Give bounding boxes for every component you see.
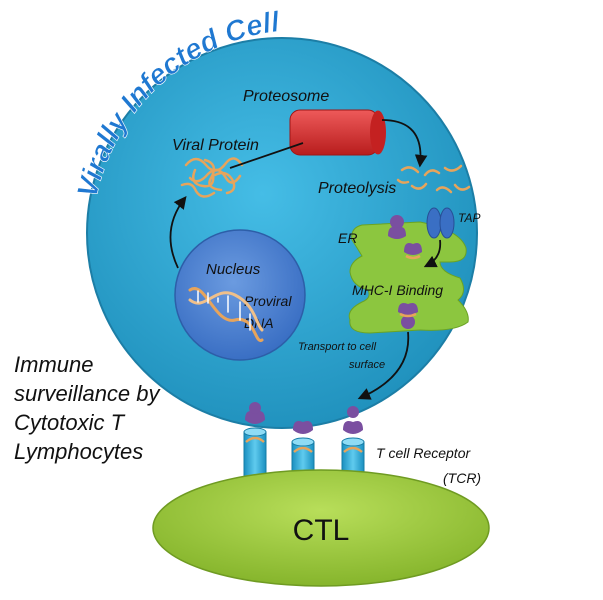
side-caption: Immune surveillance by Cytotoxic T Lymph… <box>14 350 214 466</box>
mhc-molecule-er-mid <box>404 243 422 260</box>
ctl-label: CTL <box>293 514 350 547</box>
tap-to-mhc-arrow <box>423 239 442 268</box>
tcr-1 <box>243 402 267 483</box>
proteosome-label: Proteosome <box>243 88 329 105</box>
viral-protein-label: Viral Protein <box>172 137 259 154</box>
nucleus-label: Nucleus <box>206 261 261 278</box>
tap-transporter <box>426 207 455 239</box>
mhc-binding-label: MHC-I Binding <box>352 282 443 298</box>
side-caption-line: surveillance by <box>14 381 160 406</box>
side-caption-line: Immune <box>14 352 94 377</box>
viral-protein-tangle <box>180 157 244 198</box>
mhc-molecule-er-bottom <box>398 303 418 329</box>
proteolysis-label: Proteolysis <box>318 180 396 197</box>
transport-label-line1: Transport to cell <box>298 341 377 353</box>
proteolysis-arrow <box>381 119 428 168</box>
tap-label: TAP <box>458 211 480 225</box>
er-shape <box>348 221 469 334</box>
side-caption-line: Lymphocytes <box>14 439 144 464</box>
tcr-label-line1: T cell Receptor <box>376 445 471 461</box>
nucleus <box>174 229 306 361</box>
proteosome-viral-line <box>229 142 304 169</box>
er-label: ER <box>338 230 357 246</box>
proviral-dna-helix <box>188 287 264 342</box>
peptide-fragments <box>396 164 471 194</box>
transport-label-line2: surface <box>349 359 385 371</box>
proteosome-shape <box>289 109 386 156</box>
tcr-label-line2: (TCR) <box>443 470 481 486</box>
transport-arrow <box>357 331 410 400</box>
proviral-label: Proviral <box>244 293 292 309</box>
side-caption-line: Cytotoxic T <box>14 410 125 435</box>
mhc-molecule-er-top <box>388 215 406 239</box>
nucleus-to-protein-arrow <box>169 196 187 269</box>
ctl-cell <box>152 469 490 587</box>
